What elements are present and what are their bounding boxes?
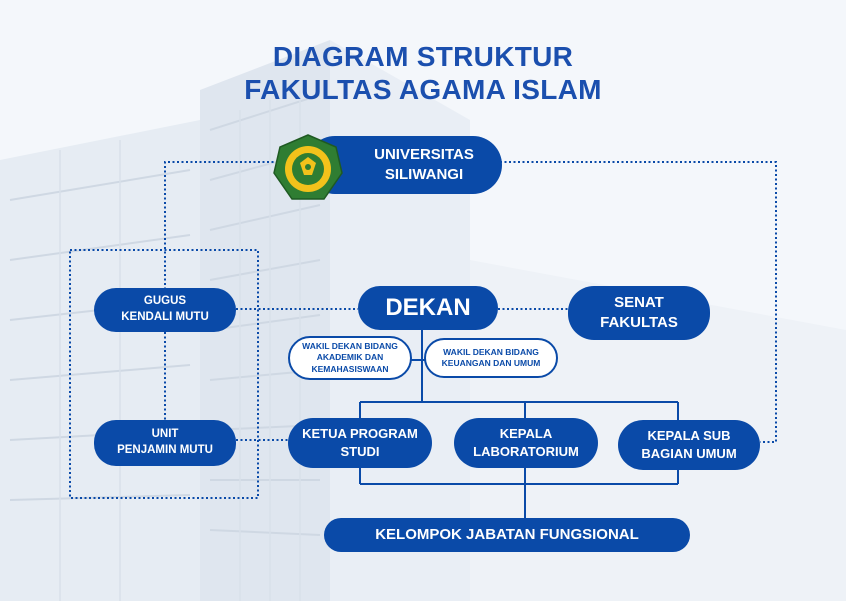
gugus-kendali-mutu-node: GUGUS KENDALI MUTU (94, 288, 236, 332)
university-seal-icon (273, 134, 343, 200)
kepala-sub-bagian-umum-node: KEPALA SUB BAGIAN UMUM (618, 420, 760, 470)
kepala-laboratorium-node: KEPALA LABORATORIUM (454, 418, 598, 468)
kelompok-jabatan-fungsional-node: KELOMPOK JABATAN FUNGSIONAL (324, 518, 690, 552)
wakil-dekan-keuangan-node: WAKIL DEKAN BIDANG KEUANGAN DAN UMUM (424, 338, 558, 378)
ketua-program-studi-node: KETUA PROGRAM STUDI (288, 418, 432, 468)
title-line-2: FAKULTAS AGAMA ISLAM (244, 74, 602, 105)
wakil-dekan-akademik-node: WAKIL DEKAN BIDANG AKADEMIK DAN KEMAHASI… (288, 336, 412, 380)
dekan-node: DEKAN (358, 286, 498, 330)
unit-penjamin-mutu-node: UNIT PENJAMIN MUTU (94, 420, 236, 466)
senat-fakultas-node: SENAT FAKULTAS (568, 286, 710, 340)
title-line-1: DIAGRAM STRUKTUR (272, 41, 574, 72)
